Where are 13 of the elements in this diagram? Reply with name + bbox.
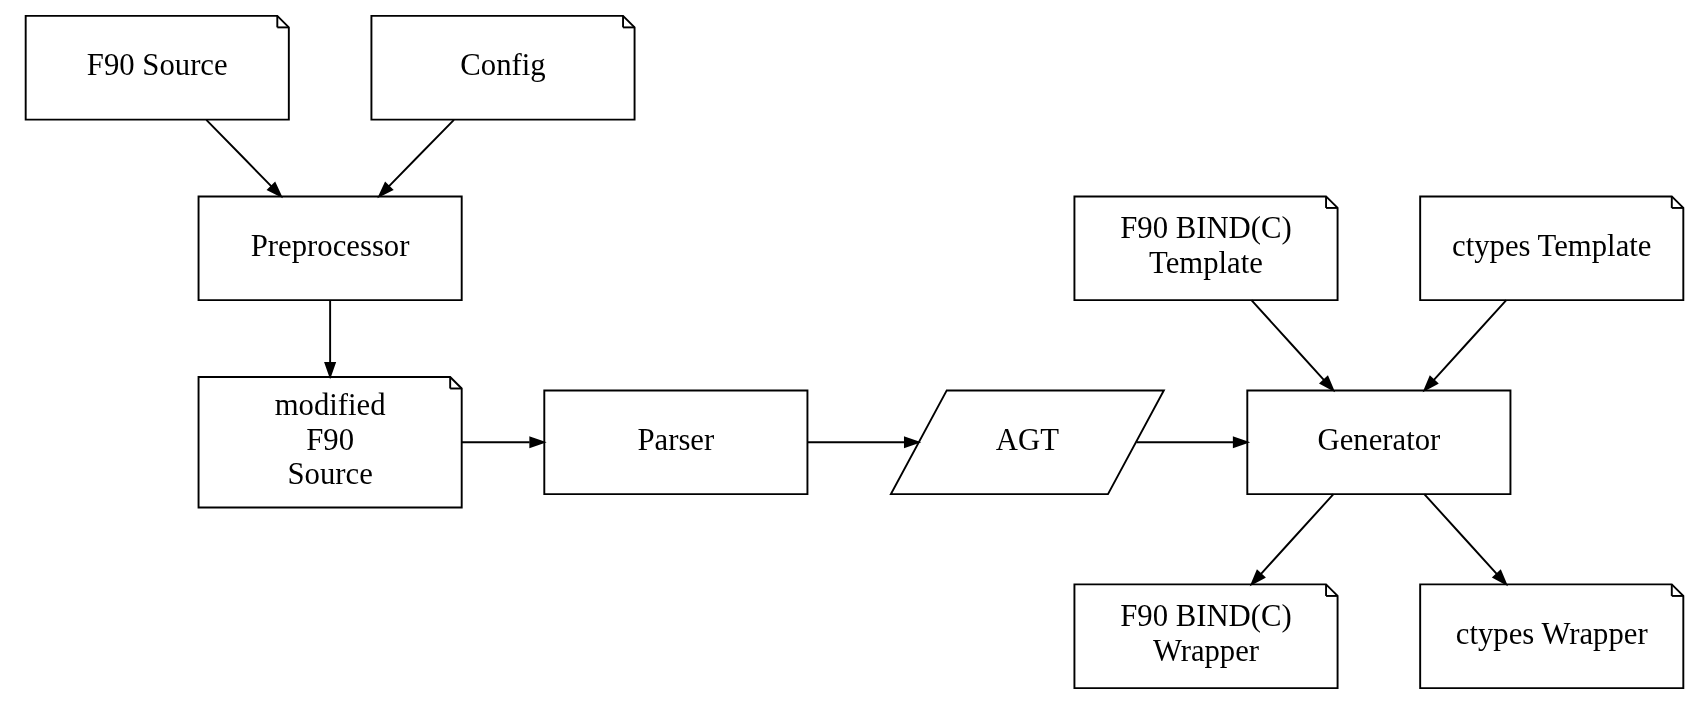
arrow	[323, 299, 336, 380]
arrow	[1249, 299, 1335, 393]
arrow	[806, 436, 921, 449]
arrow	[204, 118, 283, 199]
arrow	[376, 118, 455, 199]
node-box: Parser	[542, 389, 808, 496]
arrow	[1135, 436, 1250, 449]
arrow	[1422, 299, 1507, 393]
arrow	[460, 436, 547, 449]
arrow	[1249, 493, 1334, 587]
node-box: Preprocessor	[197, 195, 463, 302]
node-box: Generator	[1245, 389, 1511, 496]
arrow	[1422, 493, 1508, 587]
